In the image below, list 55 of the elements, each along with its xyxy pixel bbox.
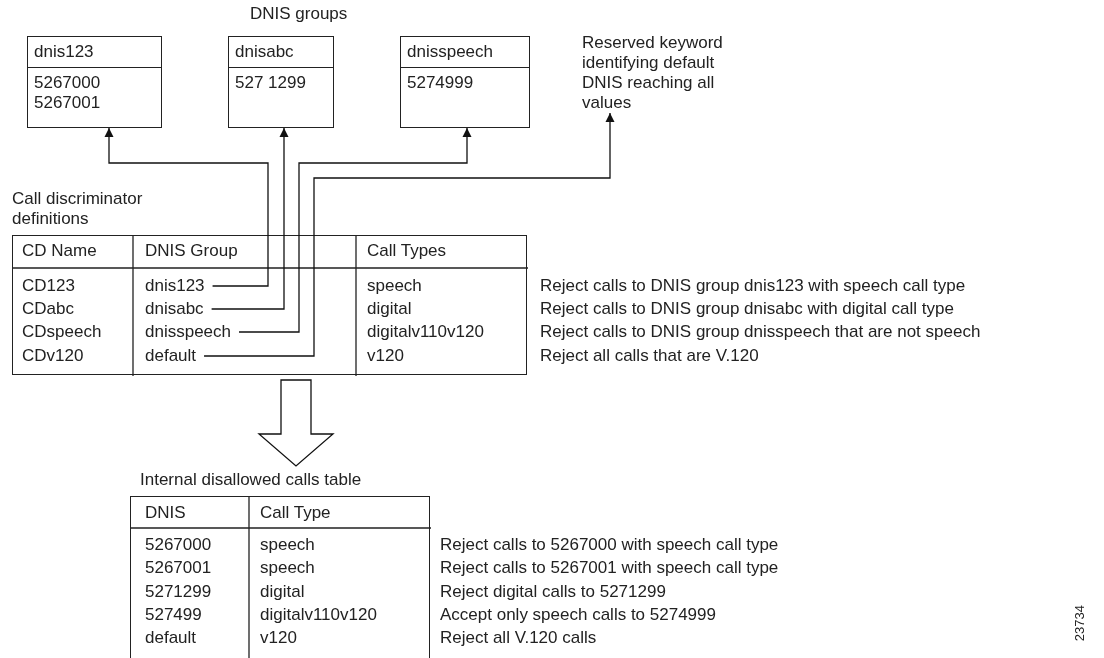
note-text: Reserved keyword identifying default DNIS reaching all values xyxy=(582,33,757,113)
table-entry: default xyxy=(145,346,197,366)
table-entry: CDv120 xyxy=(22,346,84,366)
note-text: Reject all calls that are V.120 xyxy=(540,346,759,366)
note-text: Reject calls to 5267001 with speech call type xyxy=(440,558,779,578)
table-entry: 5267000 xyxy=(145,535,212,555)
table-entry: v120 xyxy=(260,628,297,648)
table-entry: 5267001 xyxy=(145,558,212,578)
table-heading: Internal disallowed calls table xyxy=(140,470,362,490)
table-entry: dnis123 xyxy=(145,276,205,296)
group-values: 527 1299 xyxy=(235,73,306,93)
block-arrow xyxy=(257,379,335,467)
group-values: 5267000 5267001 xyxy=(34,73,102,113)
note-text: Reject calls to DNIS group dnisabc with digital call type xyxy=(540,299,954,319)
table-entry: CDspeech xyxy=(22,322,102,342)
note-text: Accept only speech calls to 5274999 xyxy=(440,605,716,625)
table-entry: dnisspeech xyxy=(145,322,231,342)
table-entry: dnisabc xyxy=(145,299,204,319)
connector-arrow xyxy=(203,112,615,357)
connector-arrow xyxy=(210,127,289,310)
diagram-heading: DNIS groups xyxy=(250,4,348,24)
column-heading: Call Types xyxy=(367,241,447,261)
table-entry: 527499 xyxy=(145,605,202,625)
table-entry: default xyxy=(145,628,197,648)
column-heading: DNIS xyxy=(145,503,186,523)
group-name: dnis123 xyxy=(34,42,94,62)
figure-number: 23734 xyxy=(1071,605,1088,642)
group-box xyxy=(27,36,162,128)
table-entry: speech xyxy=(260,535,315,555)
column-heading: DNIS Group xyxy=(145,241,238,261)
group-name: dnisspeech xyxy=(407,42,493,62)
table-entry: digitalv110v120 xyxy=(367,322,484,342)
group-name: dnisabc xyxy=(235,42,294,62)
table-entry: v120 xyxy=(367,346,404,366)
table-entry: speech xyxy=(367,276,422,296)
group-box xyxy=(400,36,530,128)
group-values: 5274999 xyxy=(407,73,474,93)
connector-arrow xyxy=(104,127,269,287)
table-entry: speech xyxy=(260,558,315,578)
table-entry: 5271299 xyxy=(145,582,212,602)
connector-arrow xyxy=(238,127,472,333)
table-heading: Call discriminator definitions xyxy=(12,189,144,229)
table-entry: digital xyxy=(367,299,412,319)
table-entry: digital xyxy=(260,582,305,602)
table-entry: CD123 xyxy=(22,276,75,296)
note-text: Reject calls to DNIS group dnis123 with speech call type xyxy=(540,276,966,296)
note-text: Reject all V.120 calls xyxy=(440,628,597,648)
note-text: Reject digital calls to 5271299 xyxy=(440,582,666,602)
note-text: Reject calls to DNIS group dnisspeech that are not speech xyxy=(540,322,981,342)
group-box xyxy=(228,36,334,128)
column-heading: CD Name xyxy=(22,241,97,261)
table-entry: CDabc xyxy=(22,299,74,319)
column-heading: Call Type xyxy=(260,503,331,523)
table-entry: digitalv110v120 xyxy=(260,605,377,625)
note-text: Reject calls to 5267000 with speech call type xyxy=(440,535,779,555)
